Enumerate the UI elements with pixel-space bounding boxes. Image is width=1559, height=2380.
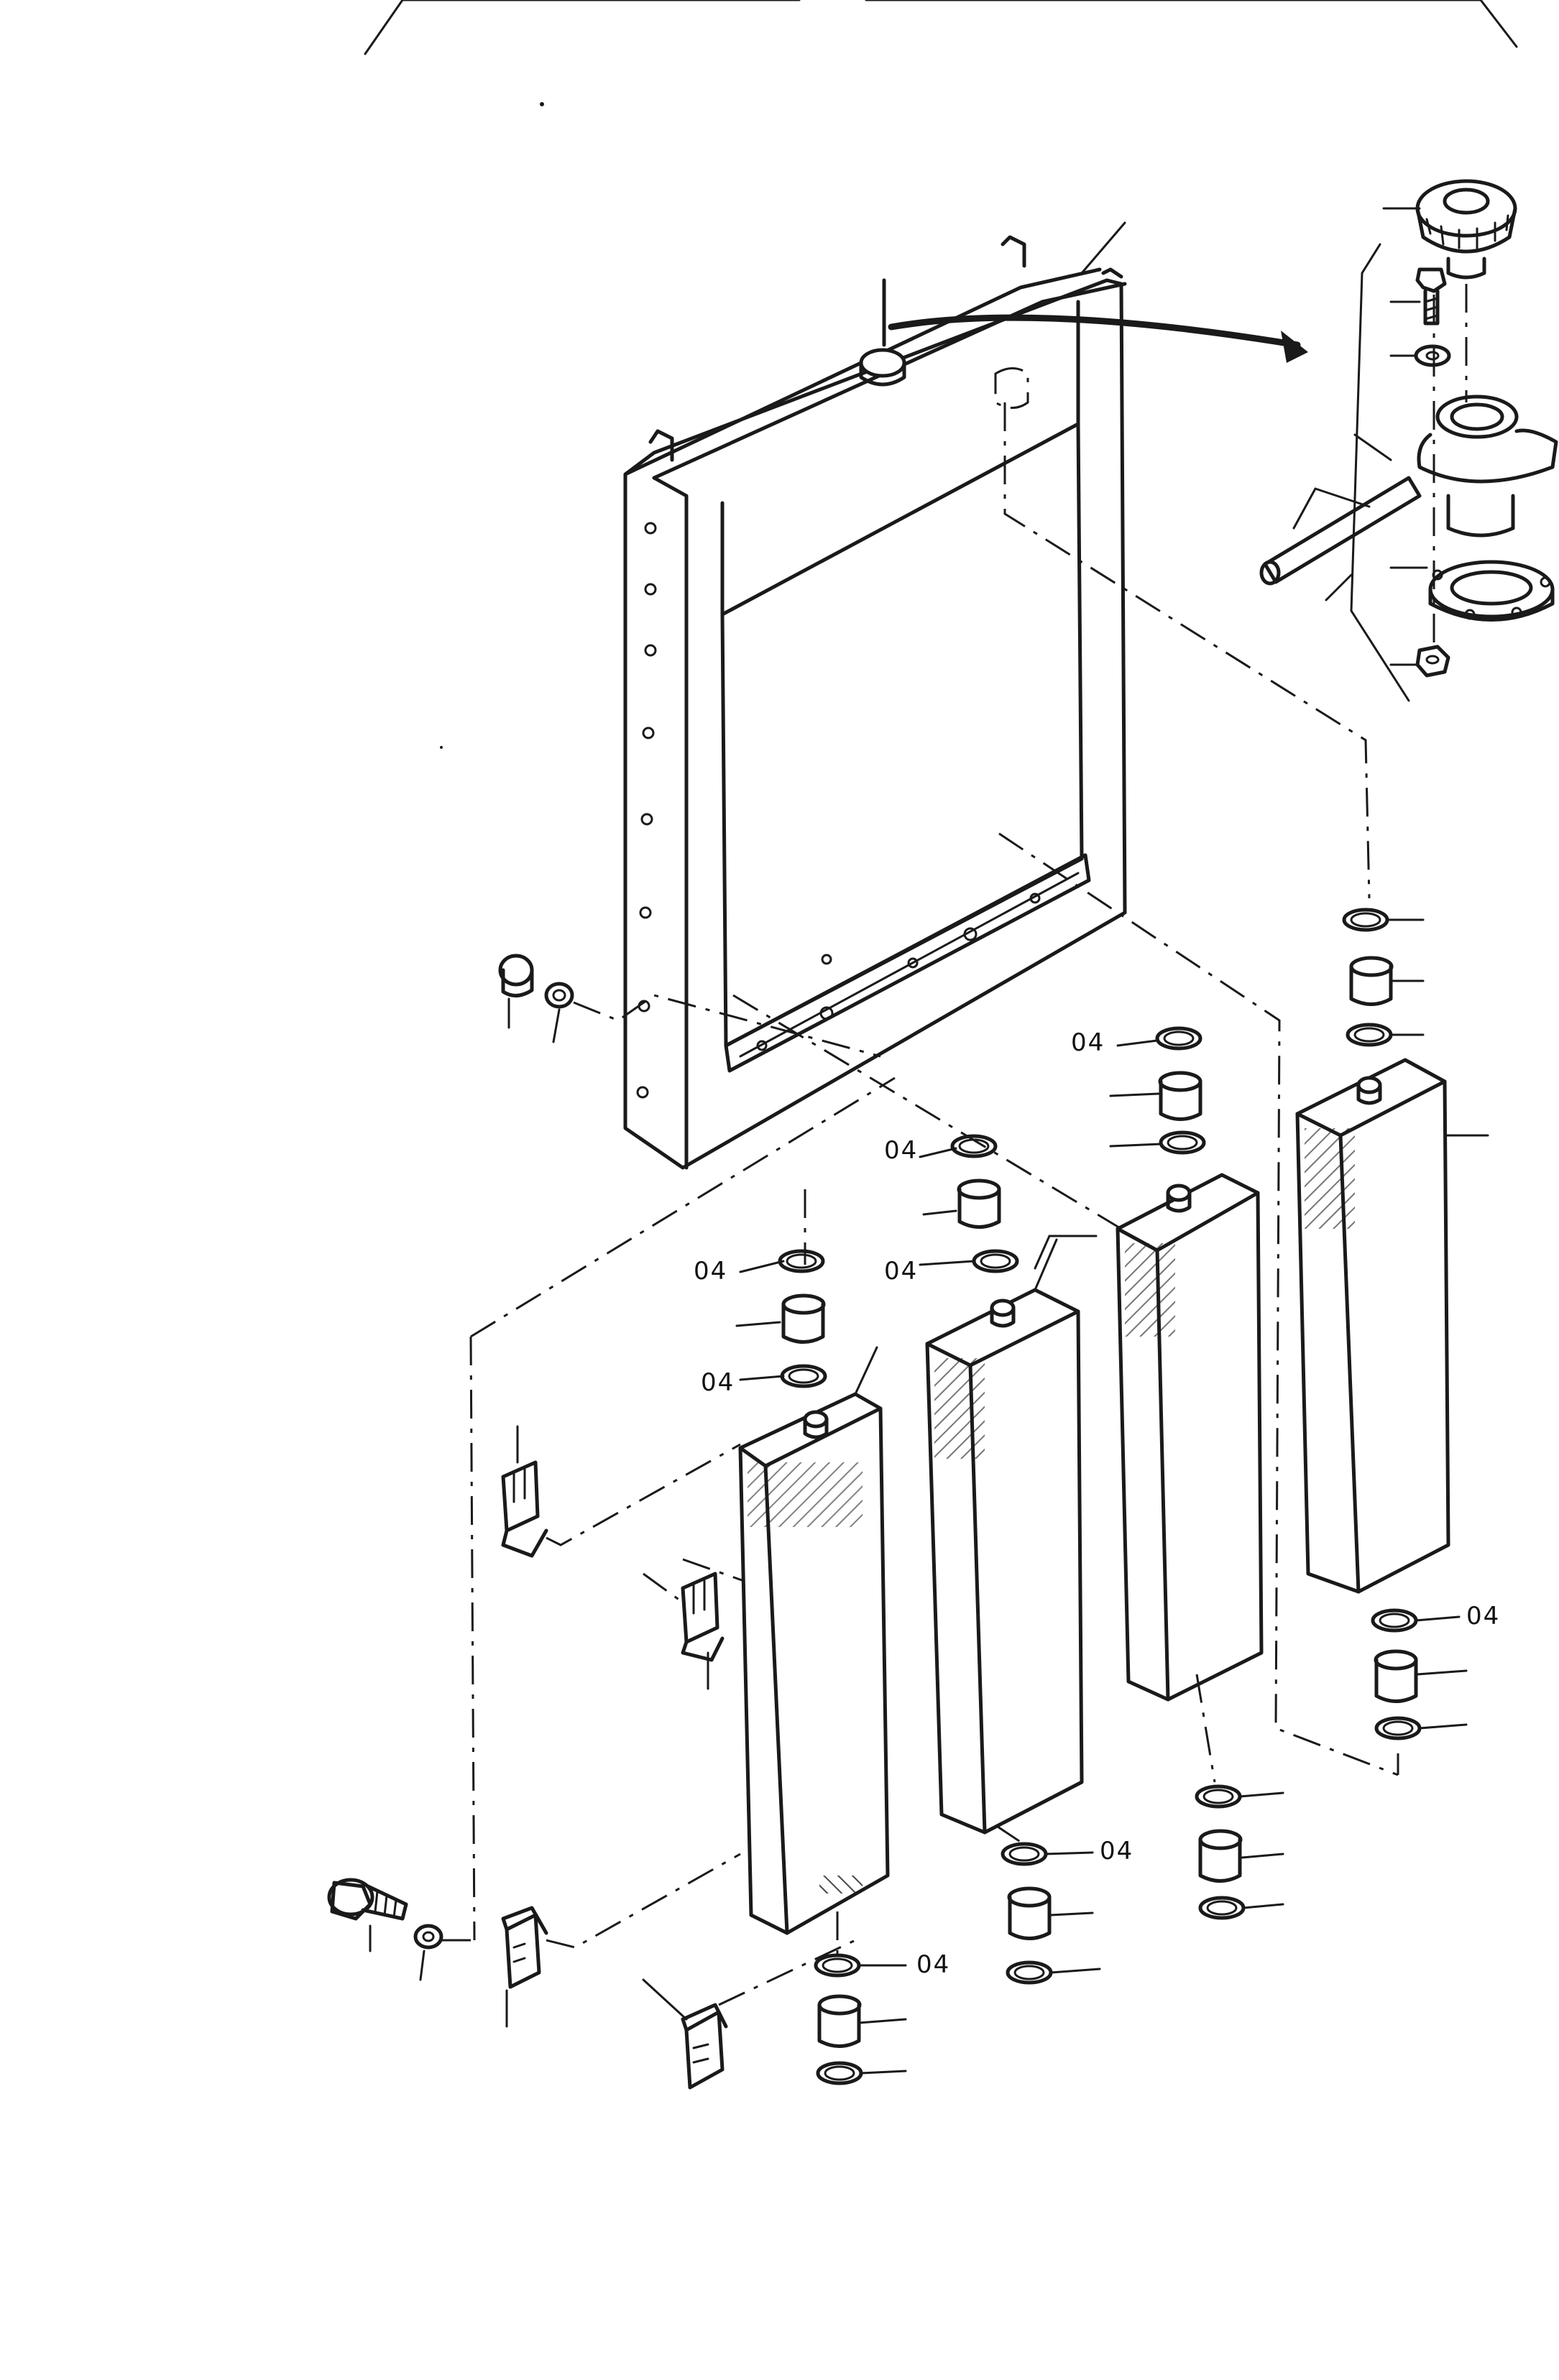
callout-04-f: 04 (1466, 1602, 1500, 1631)
bracket-upper-mid (643, 1558, 745, 1690)
drain-plug (498, 954, 881, 1058)
hose-set-bottom-core3 (1195, 1784, 1284, 1920)
radiator-frame (623, 221, 1371, 1170)
routing-centerlines (469, 832, 1399, 1958)
detail-arrow (888, 314, 1308, 363)
hose-set-bottom-core4 (1371, 1608, 1468, 1740)
title-frame-lines (364, 0, 1518, 55)
bracket-upper-left (501, 1425, 741, 1558)
hose-set-bottom-core2 (1001, 1842, 1101, 1985)
bracket-lower-left (501, 1853, 741, 2028)
callout-04-h: 04 (916, 1950, 950, 1979)
speck-mark-2 (440, 746, 443, 749)
core-section-2 (925, 1238, 1084, 1835)
callout-04-g: 04 (1100, 1837, 1133, 1865)
hose-set-top-core2 (919, 1134, 1019, 1273)
callout-04-b: 04 (884, 1136, 918, 1165)
callout-04-e: 04 (701, 1368, 735, 1397)
core-section-4 (1295, 1058, 1489, 1594)
hose-set-top-core3 (1109, 1026, 1206, 1155)
hose-set-top-core1 (735, 1249, 827, 1388)
speck-mark (540, 102, 544, 106)
bracket-lower-mid (642, 1939, 856, 2090)
core-section-1 (738, 1346, 890, 1935)
callout-04-a: 04 (1071, 1028, 1105, 1057)
hose-set-bottom-core1 (814, 1953, 907, 2085)
callout-04-c: 04 (694, 1257, 727, 1286)
core-section-3 (1034, 1173, 1264, 1702)
filler-cap-assembly (1259, 179, 1558, 702)
callout-04-d: 04 (884, 1257, 918, 1286)
bolt-washer-lower-left (327, 1878, 474, 1981)
callout-labels: 04 04 04 04 04 04 04 04 (694, 1028, 1500, 1979)
frame-bolt-holes (636, 522, 657, 1099)
hose-set-top-core4 (1342, 908, 1425, 1047)
